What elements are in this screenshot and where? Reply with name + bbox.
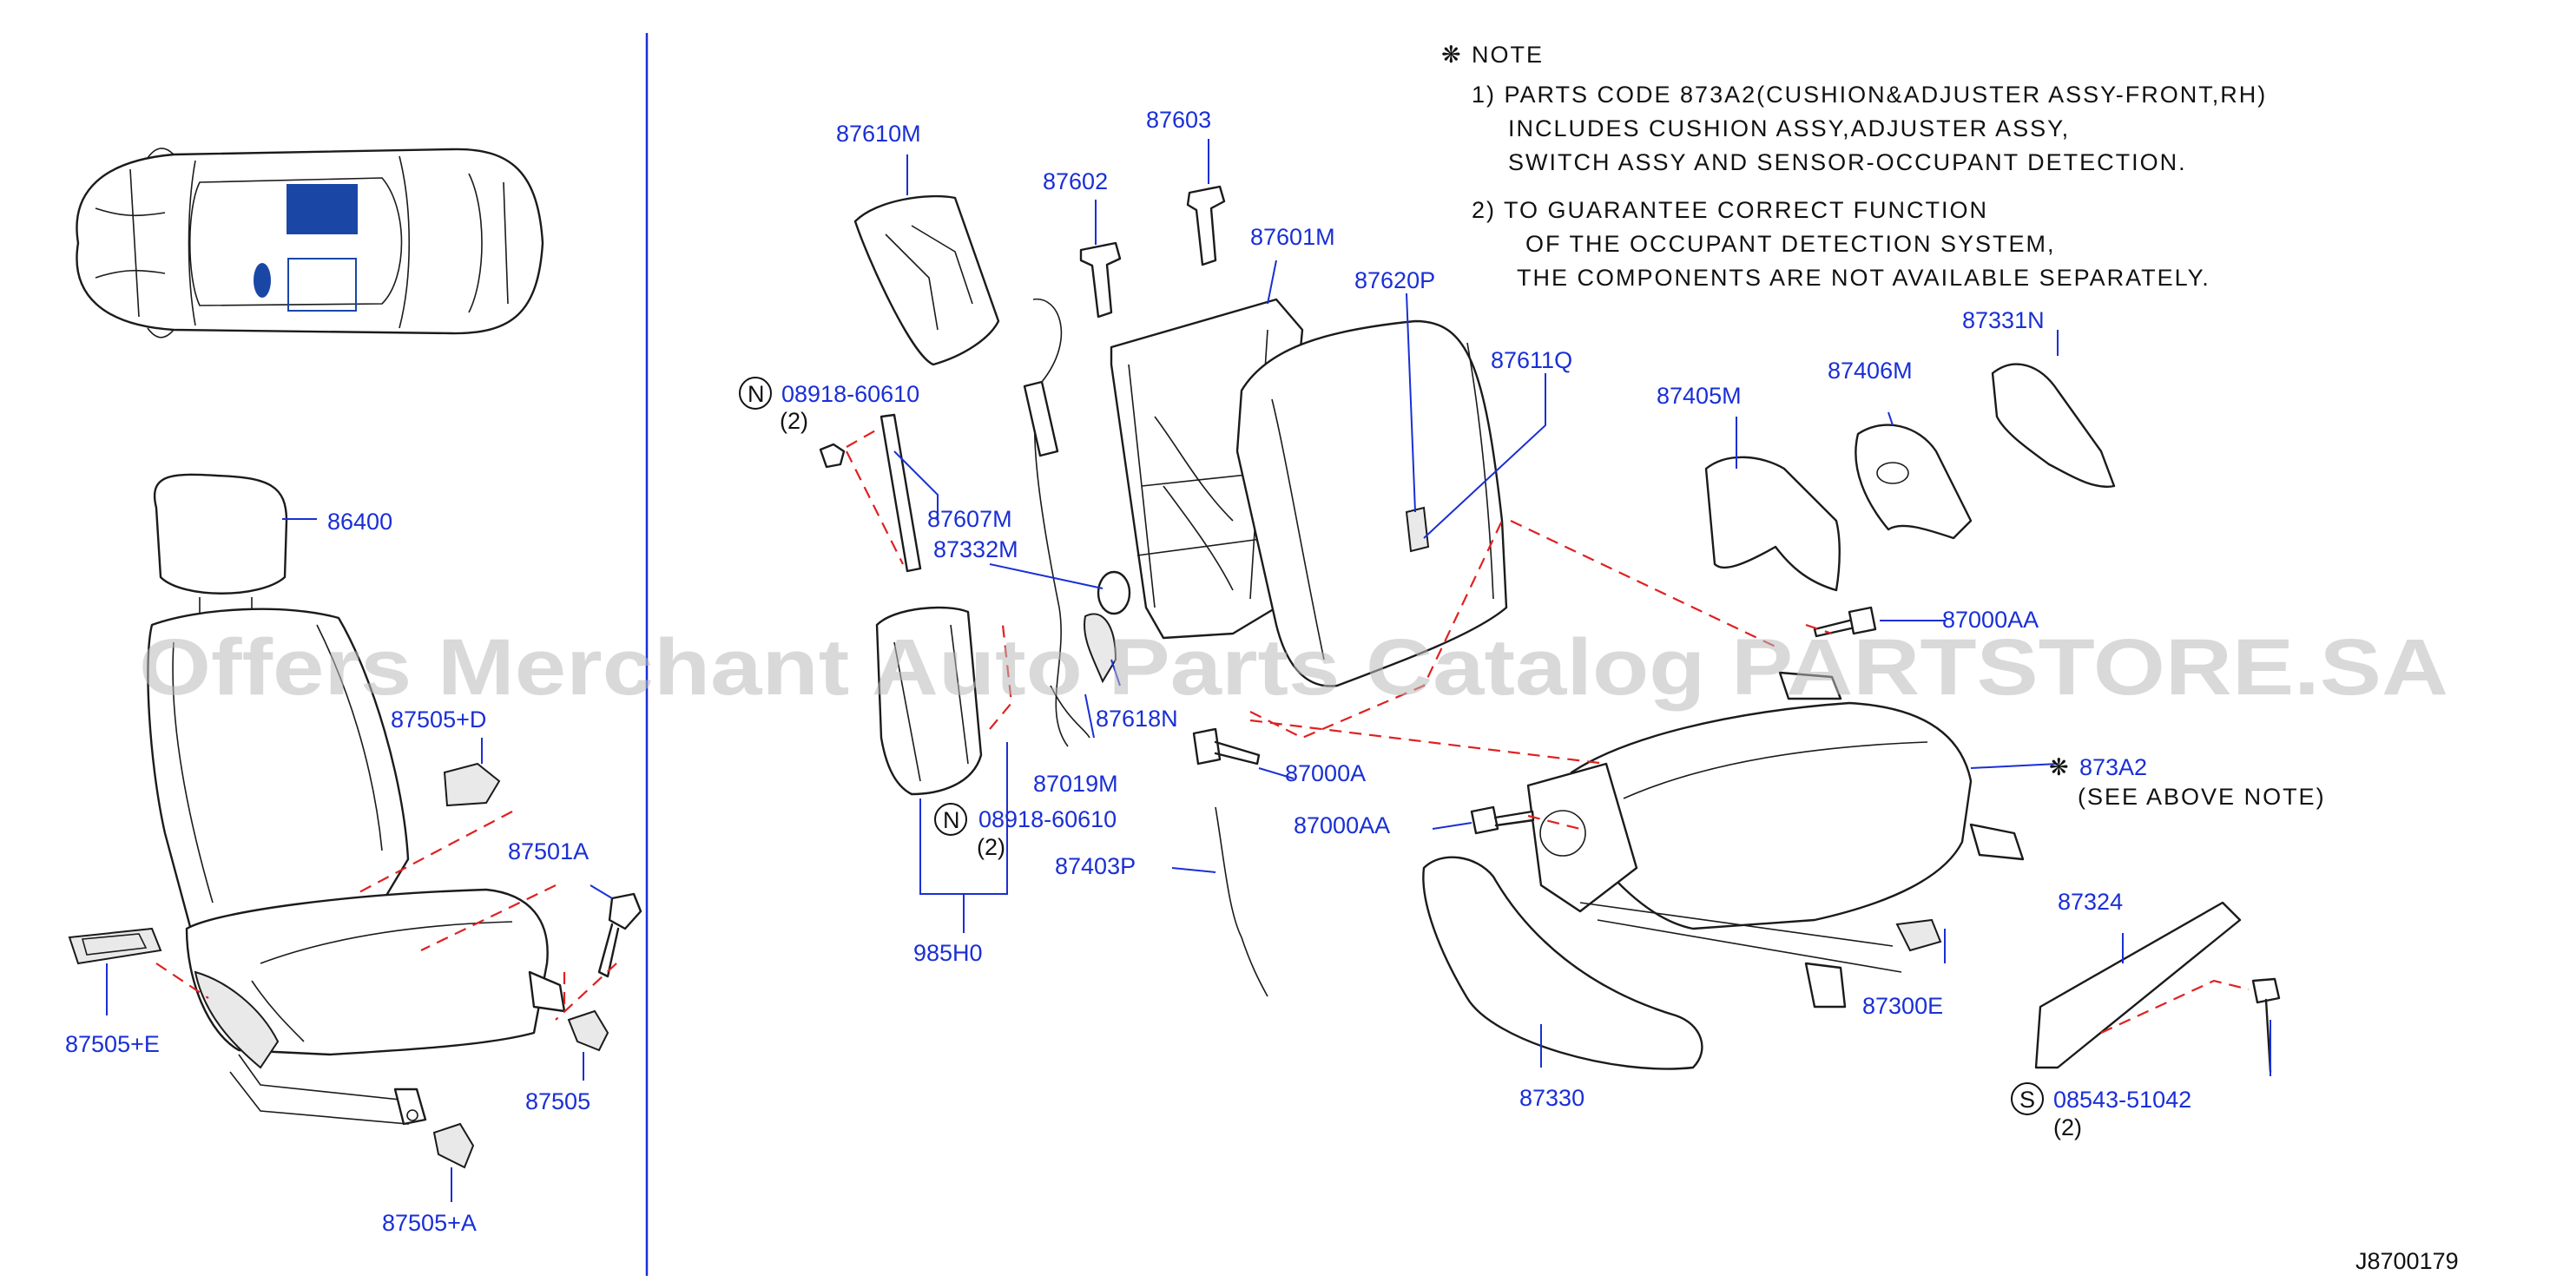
cable-87403P-icon [1215,806,1268,997]
cover-87406M-icon [1855,424,1973,540]
qty-08918-60610-a: (2) [780,408,808,434]
label-985H0[interactable]: 985H0 [913,940,983,966]
bolt-87000AA-upper-icon [1813,606,1877,638]
bolt-87000A-icon [1192,727,1261,766]
label-87505E[interactable]: 87505+E [65,1031,160,1057]
label-87607M[interactable]: 87607M [927,506,1012,532]
label-87610M[interactable]: 87610M [836,121,921,147]
note-line-1: 1) PARTS CODE 873A2(CUSHION&ADJUSTER ASS… [1472,82,2267,108]
switch-87332M-icon [1097,570,1131,615]
nut-icon [819,443,846,469]
label-87601M[interactable]: 87601M [1250,224,1335,250]
label-87505A[interactable]: 87505+A [382,1210,477,1236]
label-08918-60610-b[interactable]: 08918-60610 [978,806,1117,832]
label-87324[interactable]: 87324 [2058,889,2123,915]
label-87501A[interactable]: 87501A [508,838,589,864]
label-87618N[interactable]: 87618N [1096,706,1178,732]
label-86400[interactable]: 86400 [327,509,392,535]
seat-location-marker-icon [254,263,271,298]
bracket-87505E-icon [68,927,162,965]
wire-harness-icon [1032,298,1069,747]
seat-cushion-873A2-icon [1526,671,2025,1009]
label-873A2-note: (SEE ABOVE NOTE) [2078,784,2326,810]
label-87505[interactable]: 87505 [525,1088,590,1114]
s-marker: S [2011,1082,2044,1115]
bolt-87000AA-lower-icon [1470,805,1535,835]
note-header: NOTE [1472,42,1544,68]
headrest-guide-87602-icon [1079,241,1122,319]
note-line-6: THE COMPONENTS ARE NOT AVAILABLE SEPARAT… [1517,265,2210,291]
label-873A2[interactable]: 873A2 [2079,754,2147,780]
label-87603[interactable]: 87603 [1146,107,1211,133]
cover-87331N-icon [1991,363,2116,488]
svg-text:N: N [943,807,960,833]
panel-87324-icon [2034,901,2242,1069]
note-marker-873A2: ❋ [2049,754,2069,780]
label-87405M[interactable]: 87405M [1657,383,1742,409]
label-87000AA-lower[interactable]: 87000AA [1294,812,1390,838]
note-line-5: OF THE OCCUPANT DETECTION SYSTEM, [1525,231,2056,257]
screw-08543-icon [2251,977,2281,1074]
qty-08918-60610-b: (2) [977,834,1005,860]
label-87505D[interactable]: 87505+D [391,706,486,733]
label-87300E[interactable]: 87300E [1862,993,1943,1019]
label-08918-60610-a[interactable]: 08918-60610 [781,381,919,407]
seat-highlight-icon [287,184,358,234]
connector-87300E-icon [1895,918,1942,952]
car-top-view-icon [76,148,544,338]
complete-seat-icon [147,473,566,1126]
note-line-4: 2) TO GUARANTEE CORRECT FUNCTION [1472,197,1988,223]
note-symbol: ❋ [1441,42,1461,68]
label-87403P[interactable]: 87403P [1055,853,1136,879]
bracket-87505D-icon [443,762,501,807]
label-08543-51042[interactable]: 08543-51042 [2053,1087,2191,1113]
bracket-87505-icon [567,1009,609,1052]
note-line-2: INCLUDES CUSHION ASSY,ADJUSTER ASSY, [1508,115,2070,141]
label-87611Q[interactable]: 87611Q [1491,347,1572,373]
label-87019M[interactable]: 87019M [1033,771,1118,797]
label-87620P[interactable]: 87620P [1354,267,1435,293]
seatback-cushion-87620P-icon [1235,319,1508,687]
rod-87607M-icon [880,413,922,573]
label-87000AA-upper[interactable]: 87000AA [1942,607,2039,633]
diagram-id: J8700179 [2355,1248,2459,1274]
n-marker-b: N [934,803,967,836]
side-shield-87330-icon [1422,856,1703,1070]
svg-text:N: N [748,381,765,407]
bolt-87501A-icon [597,892,642,978]
label-87332M[interactable]: 87332M [933,536,1018,562]
watermark: Offers Merchant Auto Parts Catalog PARTS… [139,623,2448,712]
note-line-3: SWITCH ASSY AND SENSOR-OCCUPANT DETECTIO… [1508,149,2187,175]
svg-text:S: S [2019,1087,2035,1113]
label-87406M[interactable]: 87406M [1828,358,1913,384]
label-87330[interactable]: 87330 [1519,1085,1584,1111]
headrest-guide-87603-icon [1186,185,1226,266]
bracket-87505A-icon [432,1122,475,1169]
part-87618N-icon [1084,613,1117,684]
label-87331N[interactable]: 87331N [1962,307,2045,333]
cover-87405M-icon [1704,456,1841,592]
label-87000A[interactable]: 87000A [1285,760,1366,786]
qty-08543-51042: (2) [2053,1114,2082,1140]
n-marker-a: N [739,377,772,410]
trim-panel-87610M-icon [853,194,1000,366]
label-87602[interactable]: 87602 [1043,168,1108,194]
